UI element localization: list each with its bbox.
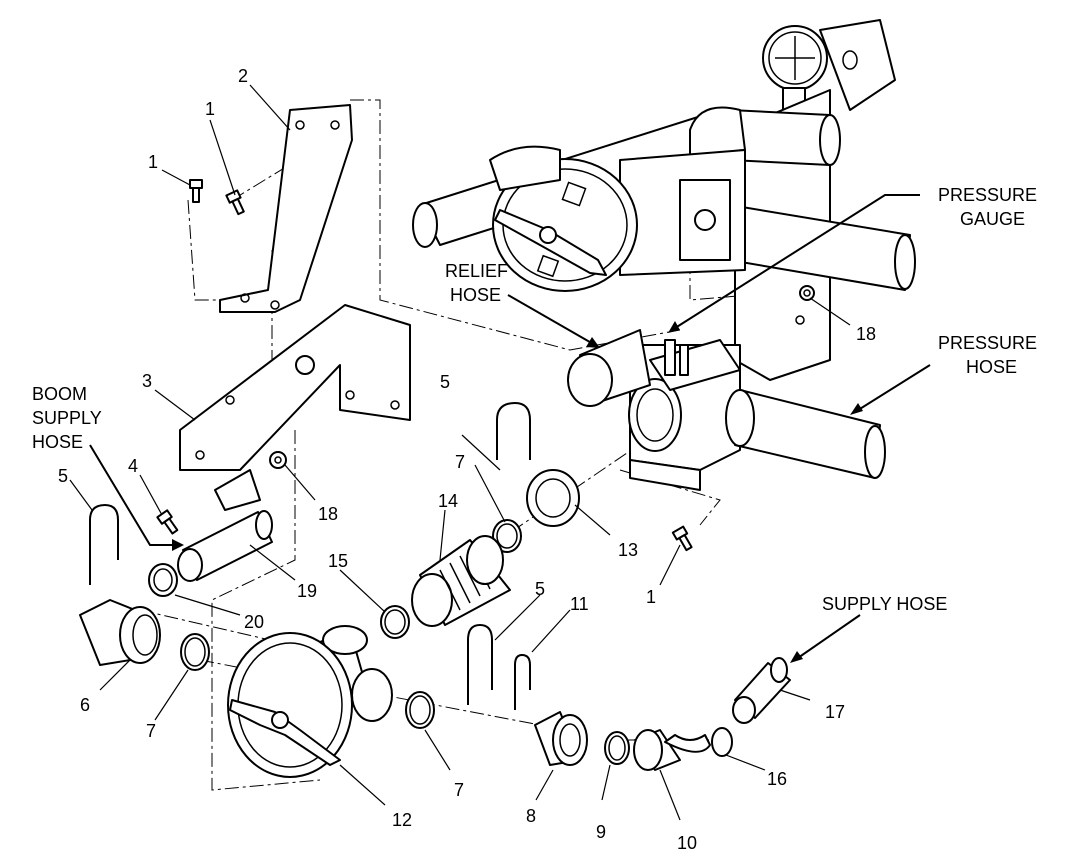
callout-9: 9 <box>596 822 606 842</box>
pin-5a <box>89 504 119 585</box>
callout-17: 17 <box>825 702 845 722</box>
callout-19: 19 <box>297 581 317 601</box>
label-pressure-gauge-line2: GAUGE <box>960 209 1025 229</box>
callout-16: 16 <box>767 769 787 789</box>
callout-6: 6 <box>80 695 90 715</box>
bolt-1b <box>225 189 245 216</box>
o-rings <box>180 519 733 765</box>
callout-7: 7 <box>146 721 156 741</box>
nut-13 <box>526 469 580 527</box>
component-labels: BOOM SUPPLY HOSE RELIEF HOSE PRESSURE GA… <box>32 185 1037 614</box>
callout-5: 5 <box>58 466 68 486</box>
callout-5: 5 <box>535 579 545 599</box>
nut-18a <box>269 451 287 469</box>
callout-18: 18 <box>856 324 876 344</box>
callout-20: 20 <box>244 612 264 632</box>
pin-5b <box>496 402 531 460</box>
clamp-20 <box>148 563 178 597</box>
label-pressure-gauge-line1: PRESSURE <box>938 185 1037 205</box>
bolts-and-nuts <box>156 179 815 552</box>
label-relief-hose-line1: RELIEF <box>445 261 508 281</box>
callout-7: 7 <box>455 452 465 472</box>
bracket-3 <box>179 304 411 511</box>
bolt-4 <box>156 509 179 535</box>
callout-1: 1 <box>205 99 215 119</box>
bolt-1a <box>189 179 203 203</box>
hose-stem-14 <box>411 535 511 627</box>
fitting-8 <box>534 711 588 766</box>
upper-manifold <box>412 89 916 381</box>
callout-arrows <box>89 194 931 663</box>
callout-5: 5 <box>440 372 450 392</box>
pin-5c <box>467 624 493 705</box>
callout-15: 15 <box>328 551 348 571</box>
hose-17 <box>732 657 791 724</box>
pins <box>89 402 531 710</box>
label-supply-hose: SUPPLY HOSE <box>822 594 947 614</box>
leader-lines <box>69 84 851 821</box>
callout-7: 7 <box>454 780 464 800</box>
hose-19 <box>177 510 273 582</box>
relief-manifold <box>567 329 886 491</box>
callout-1: 1 <box>646 587 656 607</box>
clamp-16 <box>711 727 733 757</box>
label-pressure-hose-line2: HOSE <box>966 357 1017 377</box>
coupler-6 <box>79 599 161 666</box>
bracket-2 <box>219 104 353 313</box>
label-boom-supply-hose-line1: BOOM <box>32 384 87 404</box>
callout-14: 14 <box>438 491 458 511</box>
label-relief-hose-line2: HOSE <box>450 285 501 305</box>
pin-11 <box>514 654 531 710</box>
callout-11: 11 <box>570 594 589 614</box>
bolt-1c <box>671 525 693 552</box>
pressure-gauge <box>762 19 896 121</box>
callout-8: 8 <box>526 806 536 826</box>
callout-numbers: 1 1 1 2 3 4 5 5 5 6 7 7 7 8 9 10 11 12 1… <box>58 66 876 853</box>
callout-1: 1 <box>148 152 158 172</box>
callout-18: 18 <box>318 504 338 524</box>
callout-12: 12 <box>392 810 412 830</box>
fitting-10 <box>633 729 711 771</box>
nut-18b <box>799 285 815 301</box>
label-boom-supply-hose-line2: SUPPLY <box>32 408 102 428</box>
callout-2: 2 <box>238 66 248 86</box>
disk-valve-12 <box>227 625 393 778</box>
callout-4: 4 <box>128 456 138 476</box>
callout-3: 3 <box>142 371 152 391</box>
label-boom-supply-hose-line3: HOSE <box>32 432 83 452</box>
label-pressure-hose-line1: PRESSURE <box>938 333 1037 353</box>
callout-13: 13 <box>618 540 638 560</box>
callout-10: 10 <box>677 833 697 853</box>
